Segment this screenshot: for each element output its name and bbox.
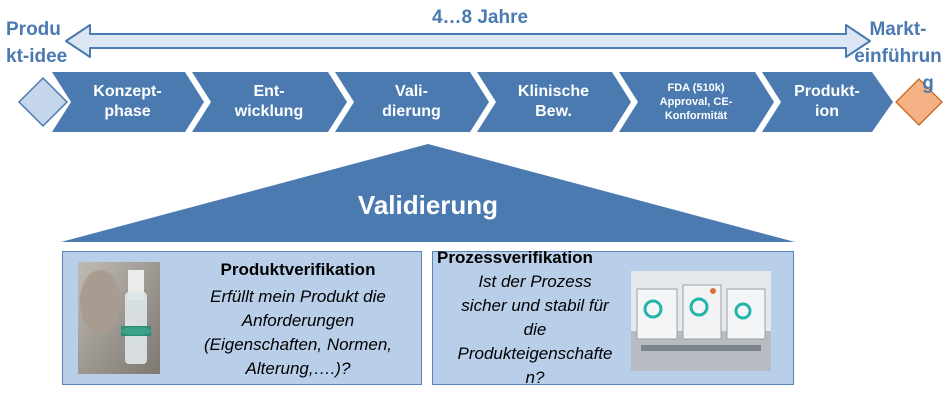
validierung-triangle (61, 144, 795, 242)
chevron-konzeptphase (52, 72, 204, 132)
process-verification-panel: Prozessverifikation Ist der Prozess sich… (432, 248, 794, 387)
product-verification-panel: Produktverifikation Erfüllt mein Produkt… (62, 251, 422, 385)
chevron-klinische-bew (477, 72, 631, 132)
phase-chevrons (17, 72, 943, 132)
start-label: Produ kt-idee (6, 16, 86, 70)
phase-label-entwicklung: Ent- wicklung (234, 83, 304, 120)
phase-label-klinische-bew: Klinische Bew. (517, 83, 590, 120)
phase-label-validierung: Vali- dierung (382, 83, 441, 120)
end-label-line-3: g (922, 73, 934, 94)
chevron-produktion (762, 72, 893, 132)
process-verification-body: Ist der Prozess sicher und stabil für di… (457, 272, 613, 387)
product-verification-title: Produktverifikation (220, 260, 376, 279)
phase-label-produktion: Produkt- ion (794, 83, 860, 120)
start-label-line-2: kt-idee (6, 46, 68, 67)
product-verification-body: Erfüllt mein Produkt die Anforderungen (… (203, 287, 393, 378)
chevron-entwicklung (192, 72, 347, 132)
phase-label-konzeptphase: Konzept- phase (93, 83, 162, 120)
phase-label-fda: FDA (510k) Approval, CE- Konformität (659, 82, 733, 122)
duration-label: 4…8 Jahre (431, 7, 529, 28)
end-label-line-2: einführun (854, 46, 942, 67)
end-diamond (895, 78, 943, 126)
chevron-validierung (335, 72, 489, 132)
end-label-line-1: Markt- (869, 19, 927, 40)
process-verification-title: Prozessverifikation (437, 248, 593, 267)
end-label: Markt- einführun g (848, 16, 948, 97)
timeline-arrow (65, 24, 871, 58)
chevron-fda (619, 72, 774, 132)
triangle-title: Validierung (357, 190, 499, 220)
start-label-line-1: Produ (6, 19, 61, 40)
machine-photo-icon (631, 271, 771, 371)
vial-photo-icon (78, 262, 160, 374)
start-diamond (17, 76, 69, 128)
